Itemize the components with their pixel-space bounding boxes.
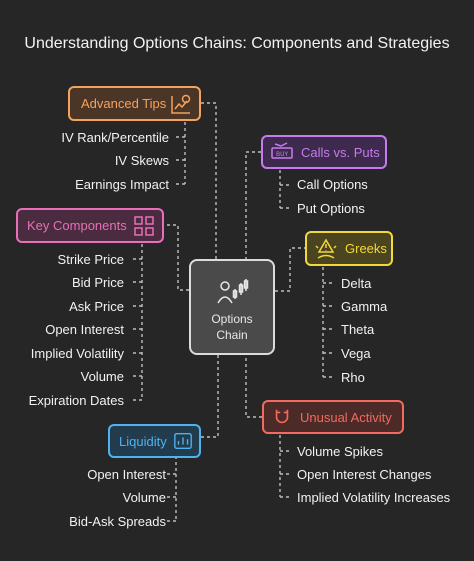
key-components-item-volume: Volume xyxy=(80,369,124,384)
node-key-components-label: Key Components xyxy=(27,218,127,233)
node-advanced-tips-label: Advanced Tips xyxy=(81,96,167,111)
key-components-item-bid: Bid Price xyxy=(71,275,124,290)
calls-puts-item-put: Put Options xyxy=(297,201,365,216)
greeks-item-gamma: Gamma xyxy=(341,299,388,314)
links-liquidity-items xyxy=(167,456,177,522)
person-chart-icon xyxy=(191,275,273,308)
unusual-activity-item-iv-increases: Implied Volatility Increases xyxy=(297,490,451,505)
liquidity-item-bid-ask: Bid-Ask Spreads xyxy=(69,514,166,529)
link-unusual-activity xyxy=(245,355,262,418)
money-chart-icon xyxy=(173,431,193,451)
key-components-item-expiration: Expiration Dates xyxy=(28,393,124,408)
links-greeks-items xyxy=(322,267,333,378)
node-greeks-label: Greeks xyxy=(345,241,387,256)
alert-person-icon xyxy=(315,238,337,260)
chart-settings-icon xyxy=(170,93,192,115)
key-components-item-ask: Ask Price xyxy=(69,299,124,314)
advanced-tips-item-earnings: Earnings Impact xyxy=(75,177,169,192)
link-calls-puts xyxy=(245,151,261,259)
key-components-item-implied-vol: Implied Volatility xyxy=(30,346,124,361)
greeks-item-delta: Delta xyxy=(341,276,372,291)
unusual-activity-item-volume-spikes: Volume Spikes xyxy=(297,444,383,459)
node-greeks: Greeks xyxy=(305,231,393,266)
links-unusual-activity-items xyxy=(279,435,290,498)
liquidity-item-open-interest: Open Interest xyxy=(87,467,166,482)
grid-blocks-icon xyxy=(133,215,155,237)
node-advanced-tips: Advanced Tips xyxy=(68,86,201,121)
link-greeks xyxy=(275,247,305,292)
greeks-item-rho: Rho xyxy=(341,370,365,385)
advanced-tips-item-iv-skews: IV Skews xyxy=(114,153,169,168)
liquidity-item-volume: Volume xyxy=(122,490,166,505)
link-advanced-tips xyxy=(201,102,217,259)
magnet-icon xyxy=(272,407,292,427)
node-key-components: Key Components xyxy=(16,208,164,243)
links-calls-puts-items xyxy=(279,170,290,209)
links-advanced-tips-items xyxy=(176,122,186,185)
center-label-line1: Options xyxy=(211,312,253,326)
node-unusual-activity: Unusual Activity xyxy=(262,400,404,434)
buy-sell-icon: BUY xyxy=(271,142,293,162)
unusual-activity-item-oi-changes: Open Interest Changes xyxy=(297,467,432,482)
advanced-tips-item-iv-rank: IV Rank/Percentile xyxy=(61,130,169,145)
link-liquidity xyxy=(201,355,219,438)
node-liquidity-label: Liquidity xyxy=(119,433,167,449)
node-unusual-activity-label: Unusual Activity xyxy=(300,409,392,425)
node-liquidity: Liquidity xyxy=(108,424,201,458)
node-calls-vs-puts-label: Calls vs. Puts xyxy=(301,144,380,160)
center-node-options-chain: Options Chain xyxy=(189,259,275,355)
diagram-title: Understanding Options Chains: Components… xyxy=(24,35,450,52)
key-components-item-open-interest: Open Interest xyxy=(45,322,124,337)
link-key-components xyxy=(164,224,189,291)
calls-puts-item-call: Call Options xyxy=(297,177,368,192)
node-calls-vs-puts: BUY Calls vs. Puts xyxy=(261,135,387,169)
key-components-item-strike: Strike Price xyxy=(57,252,124,267)
links-key-components-items xyxy=(133,244,143,401)
center-label-line2: Chain xyxy=(216,328,248,342)
greeks-item-vega: Vega xyxy=(341,346,371,361)
svg-text:BUY: BUY xyxy=(276,151,289,158)
greeks-item-theta: Theta xyxy=(341,322,375,337)
